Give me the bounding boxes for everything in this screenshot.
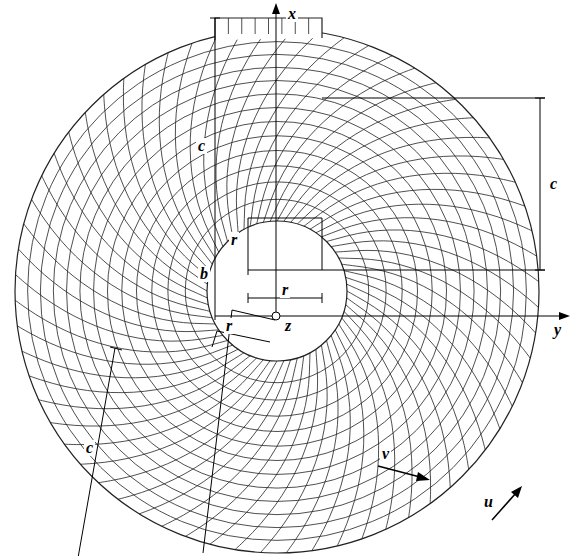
mesh-spoke [235,349,318,549]
dimension-label: y [552,322,563,338]
mesh-ring [185,199,368,382]
dimension-line [535,270,545,271]
axis-arrow [272,3,280,14]
mesh-ring [152,166,402,416]
mesh-ring [53,67,500,514]
mesh-spoke [312,335,350,550]
mesh-spoke [29,353,244,393]
mesh-spoke [342,318,395,530]
dimension-label: c [548,176,559,192]
dimension-label: r [280,282,290,298]
mesh-ring [80,94,474,488]
dimension-line [212,331,217,347]
mesh-spoke [321,218,536,256]
mesh-spoke [291,137,490,222]
mesh-ring [15,29,539,553]
mesh-spoke [304,173,516,226]
mesh-ring [67,81,488,502]
mesh-spoke [344,311,412,517]
dimension-label: b [198,266,210,282]
axis-arrow [559,312,570,320]
dimension-line [322,218,323,270]
dimension-label: r [229,232,239,248]
dimension-line [248,270,545,271]
mesh-ring [94,108,461,475]
direction-arrow [492,493,516,520]
mesh-spoke [204,31,242,246]
mesh-spoke [17,326,232,364]
mesh [15,29,539,553]
mesh-spoke [310,189,525,229]
dimension-label: c [84,440,95,456]
dimension-label: r [224,318,234,334]
mesh-spoke [18,249,218,332]
mesh-spoke [346,277,500,428]
dimension-line [232,310,275,320]
dimension-line [110,347,122,350]
mesh-spoke [50,358,256,426]
direction-arrow [416,472,430,481]
mesh-ring [28,42,527,541]
mesh-spoke [123,78,208,277]
dimension-label: v [380,446,391,462]
dimension-label: c [196,138,207,154]
dimension-line [248,218,249,275]
mesh-spoke [39,356,251,409]
dimension-line [210,18,220,19]
mesh-spoke [335,250,535,333]
mesh-ring [122,136,432,446]
mesh-spoke [159,53,212,265]
mesh-spoke [142,64,210,270]
dimension-line [248,293,249,303]
dimension-line [215,316,562,317]
dimension-line [75,348,115,556]
dimension-line [203,310,232,553]
mesh-spoke [297,156,503,224]
mesh-spoke [236,32,319,232]
dimension-label: z [283,318,293,334]
direction-arrow [378,466,420,477]
dimension-line [540,98,541,270]
dimension-line [535,98,545,99]
mesh-spoke [175,43,215,258]
direction-arrow [511,486,522,498]
mesh-tab [215,18,322,40]
mesh-ring [136,150,417,431]
mesh-ring [168,182,386,400]
dimension-line [248,218,322,219]
mesh-ring [40,54,513,527]
mesh-spoke [346,305,431,504]
dimension-line [322,293,323,303]
mesh-spoke [347,284,486,450]
dimension-lines [75,10,562,556]
dimension-label: x [286,6,298,22]
dimension-line [215,18,216,320]
dimension-line [322,98,545,99]
mesh-ring [107,121,446,460]
mesh-spoke [64,360,263,445]
origin-mark [272,312,280,320]
mesh-spoke [339,324,379,539]
dimension-label: u [482,494,495,510]
